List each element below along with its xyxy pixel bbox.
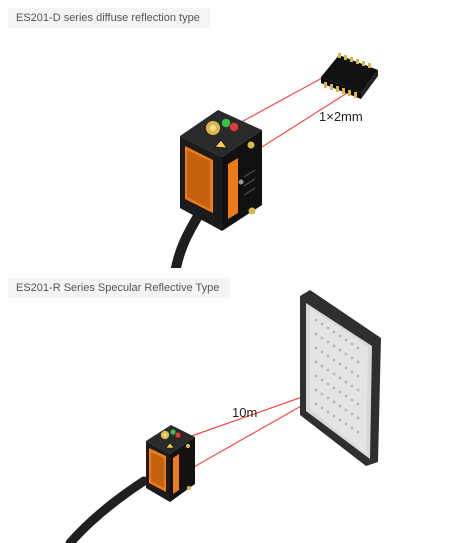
detection-distance-label: 10m	[232, 405, 258, 420]
target-size-label: 1×2mm	[319, 109, 363, 124]
diffuse-reflection-illustration	[171, 53, 378, 268]
specular-reflective-illustration	[65, 290, 381, 543]
specular-reflective-section: ES201-R Series Specular Reflective Type	[0, 268, 457, 543]
diffuse-reflection-section: ES201-D series diffuse reflection type	[0, 0, 457, 268]
specular-sensor	[146, 425, 195, 502]
diffuse-reflection-title: ES201-D series diffuse reflection type	[8, 8, 210, 28]
reflector-panel	[300, 290, 381, 466]
diffuse-sensor	[180, 110, 262, 231]
sensor-cable	[65, 476, 149, 543]
specular-reflective-title: ES201-R Series Specular Reflective Type	[8, 278, 230, 298]
sensor-cable	[171, 211, 203, 268]
laser-beam-upper	[185, 389, 323, 439]
target-chip	[321, 53, 378, 99]
